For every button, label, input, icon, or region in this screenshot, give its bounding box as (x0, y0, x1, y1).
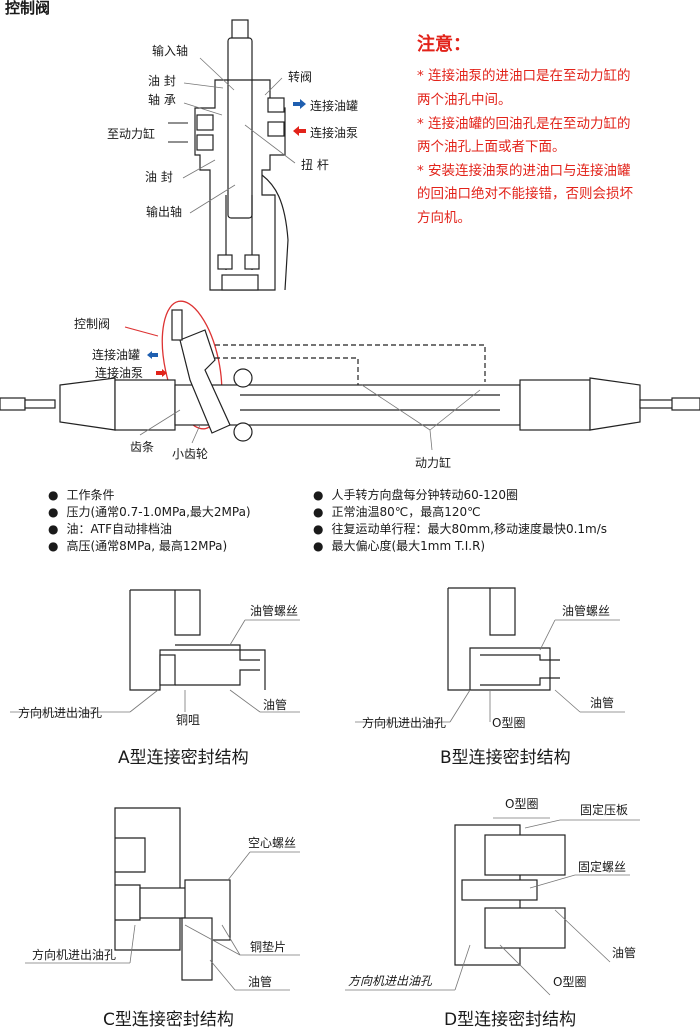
note-line: 两个油孔上面或者下面。 (417, 139, 566, 155)
b-port: 方向机进出油孔 (362, 716, 447, 730)
a-caption: A型连接密封结构 (118, 748, 249, 768)
note-line: * 安装连接油泵的进油口与连接油罐 (417, 163, 631, 179)
a-pipe: 油管 (263, 698, 288, 712)
tank-arrow-small-icon (147, 351, 158, 359)
d-fixing-screw: 固定螺丝 (578, 860, 627, 874)
d-port: 方向机进出油孔 (348, 974, 433, 988)
label-torsion-bar: 扭 杆 (301, 158, 329, 172)
label-to-cylinder: 至动力缸 (107, 127, 156, 141)
label-control-valve: 控制阀 (74, 317, 111, 331)
b-caption: B型连接密封结构 (440, 748, 571, 768)
spec-item: 工作条件 (48, 488, 114, 502)
spec-item: 压力(通常0.7-1.0MPa,最大2MPa) (48, 505, 250, 519)
c-hollow-screw: 空心螺丝 (248, 836, 297, 850)
tank-arrow-icon (293, 99, 306, 109)
label-rotary-valve: 转阀 (288, 70, 313, 84)
note-line: 的回油口绝对不能接错，否则会损坏 (417, 186, 633, 202)
b-o-ring: O型圈 (492, 716, 526, 730)
spec-item: 人手转方向盘每分钟转动60-120圈 (313, 488, 518, 502)
note-line: 两个油孔中间。 (417, 92, 512, 108)
diagram-a-drawing (10, 589, 300, 713)
diagram-b-drawing (355, 587, 625, 723)
spec-item: 高压(通常8MPa, 最高12MPa) (48, 539, 227, 553)
a-port: 方向机进出油孔 (18, 706, 103, 720)
page-title: 控制阀 (5, 0, 51, 17)
spec-item: 往复运动单行程：最大80mm,移动速度最快0.1m/s (313, 522, 607, 536)
label-rack-to-pump: 连接油泵 (95, 366, 144, 380)
c-caption: C型连接密封结构 (103, 1010, 234, 1030)
c-copper-washer: 铜垫片 (250, 940, 287, 954)
label-to-pump: 连接油泵 (310, 126, 359, 140)
spec-item: 最大偏心度(最大1mm T.I.R) (313, 539, 485, 553)
d-caption: D型连接密封结构 (444, 1010, 577, 1030)
note-line: * 连接油罐的回油孔是在至动力缸的 (417, 116, 631, 132)
pump-arrow-icon (293, 126, 306, 136)
pump-arrow-small-icon (156, 369, 167, 377)
label-oil-seal-top: 油 封 (148, 74, 176, 88)
d-o-ring-top: O型圈 (505, 797, 539, 811)
label-rack-to-tank: 连接油罐 (92, 348, 141, 362)
spec-item: 正常油温80℃，最高120℃ (313, 505, 480, 519)
a-pipe-screw: 油管螺丝 (250, 604, 299, 618)
label-input-shaft: 输入轴 (152, 44, 189, 58)
d-o-ring-bottom: O型圈 (553, 975, 587, 989)
label-bearing: 轴 承 (148, 93, 176, 107)
c-pipe: 油管 (248, 975, 273, 989)
note-line: * 连接油泵的进油口是在至动力缸的 (417, 68, 631, 84)
c-port: 方向机进出油孔 (32, 948, 117, 962)
d-pipe: 油管 (612, 946, 637, 960)
control-valve-drawing (168, 19, 306, 291)
b-pipe-screw: 油管螺丝 (562, 604, 611, 618)
d-fixing-plate: 固定压板 (580, 803, 629, 817)
steering-rack-drawing (0, 300, 700, 451)
label-oil-seal-bottom: 油 封 (145, 170, 173, 184)
diagram-d-drawing (345, 817, 640, 996)
note-line: 方向机。 (417, 210, 471, 226)
label-output-shaft: 输出轴 (146, 205, 183, 219)
label-power-cylinder: 动力缸 (415, 456, 452, 470)
a-copper-nozzle: 铜咀 (176, 713, 201, 727)
label-pinion: 小齿轮 (172, 447, 209, 461)
label-rack: 齿条 (130, 440, 155, 454)
spec-item: 油：ATF自动排档油 (48, 522, 172, 536)
label-to-tank: 连接油罐 (310, 99, 359, 113)
notes-heading: 注意： (417, 34, 471, 55)
b-pipe: 油管 (590, 696, 615, 710)
diagram-c-drawing (25, 807, 300, 991)
